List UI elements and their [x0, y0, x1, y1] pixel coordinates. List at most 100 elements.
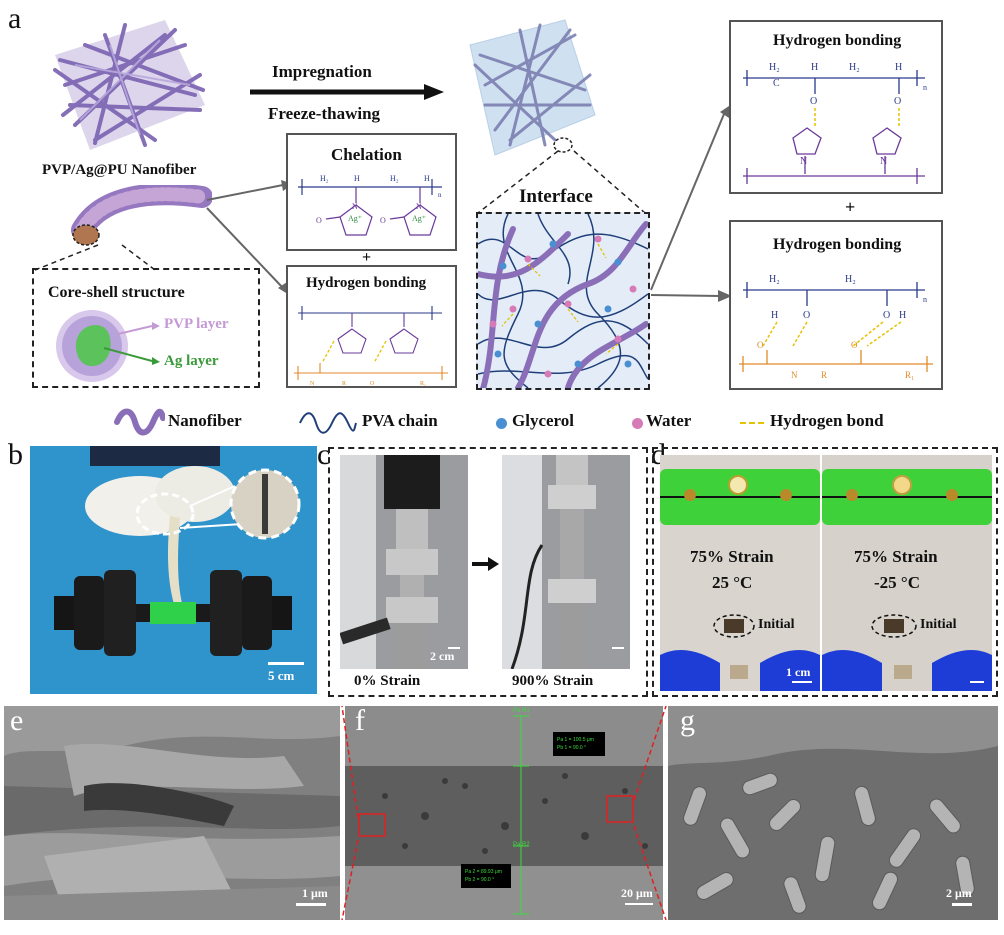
legend-glycerol-dot	[496, 418, 507, 429]
sem-texture-f	[345, 706, 663, 920]
bottom-n-pu-1: N	[791, 370, 798, 380]
chelation-h2-2: H₂	[390, 174, 399, 183]
single-nanofiber-illustration	[71, 185, 212, 246]
bottom-o-2: O	[883, 310, 890, 321]
scale-label-e: 1 μm	[302, 886, 328, 900]
interface-title: Interface	[519, 186, 593, 207]
photo-tensile-0: 2 cm	[340, 455, 468, 669]
plus-left: +	[362, 249, 372, 266]
hbond-left-r: R	[342, 381, 346, 387]
top-h-1: H	[811, 62, 818, 73]
bottom-n-sub: n	[923, 295, 927, 304]
chelation-o-1: O	[316, 216, 322, 225]
dumbbell-scene	[30, 446, 317, 694]
top-h-2: H	[895, 62, 902, 73]
sem-texture-g	[668, 706, 998, 920]
top-o-2: O	[894, 96, 901, 107]
panel-c-frame: 2 cm 0% Strain 900% Strain	[328, 447, 648, 697]
legend-nanofiber-label: Nanofiber	[168, 411, 242, 430]
hbond-left-n: N	[310, 381, 315, 387]
f-measure-2-line2: Pb 2 = 90.0 °	[465, 877, 495, 883]
chelation-n-1: N	[352, 202, 358, 211]
panel-letter-f: f	[355, 706, 365, 737]
ag-layer-label: Ag layer	[164, 353, 219, 369]
top-n-sub: n	[923, 83, 927, 92]
hbond-bottom-box: Hydrogen bonding H₂ H₂ H O O H n O N R O…	[729, 220, 943, 390]
chelation-n-2: N	[416, 202, 422, 211]
step-freeze-thawing: Freeze-thawing	[268, 104, 381, 123]
d-left-temp: 25 °C	[712, 573, 753, 592]
plus-right: +	[845, 197, 856, 217]
bottom-h-2: H	[899, 310, 906, 321]
sem-image-g: g 2 μm	[668, 706, 998, 920]
panel-letter-g: g	[680, 706, 695, 737]
scale-label-b: 5 cm	[268, 668, 295, 683]
legend-hydrogen-bond-swatch	[740, 422, 764, 424]
d-right-initial: Initial	[920, 617, 957, 632]
panel-letter-a: a	[8, 2, 22, 35]
panel-letter-e: e	[10, 706, 24, 737]
hbond-bottom-title: Hydrogen bonding	[773, 236, 902, 253]
top-n-1: N	[800, 156, 807, 167]
d-left-initial: Initial	[758, 617, 795, 632]
top-n-2: N	[880, 156, 887, 167]
hbond-left-o: O	[370, 381, 375, 387]
tensile-machine-900	[502, 455, 630, 669]
fiber-to-box-arrows	[206, 180, 293, 296]
chelation-h-1: H	[354, 174, 360, 183]
bottom-r1-pu: R₁	[905, 370, 914, 380]
top-h2-1: H₂	[769, 62, 780, 73]
hbond-bottom-structure: H₂ H₂ H O O H n O N R O R₁	[739, 274, 933, 380]
chelation-n-sub: n	[438, 191, 442, 199]
f-measure-2-line1: Pa 2 = 89.93 μm	[465, 869, 502, 875]
bottom-h-1: H	[771, 310, 778, 321]
scale-label-f: 20 μm	[621, 886, 653, 900]
legend-pva-chain-label: PVA chain	[362, 411, 438, 430]
f-measure-1-line2: Pb 1 = 90.0 °	[557, 745, 587, 751]
photo-tensile-900	[502, 455, 630, 669]
core-shell-diagram	[56, 310, 160, 382]
top-c-1: C	[773, 78, 780, 89]
pvp-layer-label: PVP layer	[164, 316, 229, 332]
c-transition-arrow	[472, 557, 499, 571]
bottom-r-pu: R	[821, 370, 827, 380]
tensile-machine-0	[340, 455, 468, 669]
d-right-temp: -25 °C	[874, 573, 920, 592]
zoom-guide-lines	[341, 706, 667, 920]
panel-letter-c: c	[317, 438, 331, 471]
core-shell-title: Core-shell structure	[48, 284, 185, 301]
photo-led-minus25c: 75% Strain -25 °C Initial	[822, 455, 992, 691]
photo-led-25c: 75% Strain 25 °C Initial 1 cm	[660, 455, 820, 691]
sem-texture-e	[4, 706, 340, 920]
chelation-h2-1: H₂	[320, 174, 329, 183]
bottom-o-pu-1: O	[757, 340, 764, 350]
d-left-strain: 75% Strain	[690, 547, 774, 566]
hbond-top-title: Hydrogen bonding	[773, 32, 902, 49]
chelation-o-2: O	[380, 216, 386, 225]
hbond-left-r1: R₁	[420, 381, 426, 387]
f-measure-box-2: Pa 2 = 89.93 μm Pb 2 = 90.0 °	[461, 864, 511, 888]
nanofiber-title: PVP/Ag@PU Nanofiber	[42, 162, 197, 178]
chelation-ag-2: Ag⁺	[412, 214, 426, 223]
panel-letter-b: b	[8, 438, 23, 471]
interface-box	[476, 212, 650, 390]
f-measure-1-line1: Pa 1 = 100.5 μm	[557, 737, 594, 743]
step-impregnation: Impregnation	[272, 62, 372, 81]
core-shell-guides	[34, 244, 156, 271]
legend-water-dot	[632, 418, 643, 429]
led-scene-minus25c	[822, 455, 992, 691]
f-marker-2: Pa R2	[513, 842, 530, 848]
hydrogel-block-illustration	[469, 19, 596, 156]
bottom-h2-2: H₂	[845, 274, 856, 285]
chelation-ag-1: Ag⁺	[348, 214, 362, 223]
interface-network	[478, 214, 648, 388]
interface-guides	[477, 150, 646, 214]
process-arrow	[250, 84, 444, 100]
top-h2-2: H₂	[849, 62, 860, 73]
photo-dumbbell: 5 cm	[30, 446, 317, 694]
chelation-h-2: H	[424, 174, 430, 183]
caption-900-strain: 900% Strain	[512, 673, 594, 689]
core-shell-box: Core-shell structure PVP layer Ag layer	[32, 268, 260, 388]
chelation-title: Chelation	[331, 145, 402, 164]
hbond-left-box: Hydrogen bonding N R O R₁	[286, 265, 457, 388]
